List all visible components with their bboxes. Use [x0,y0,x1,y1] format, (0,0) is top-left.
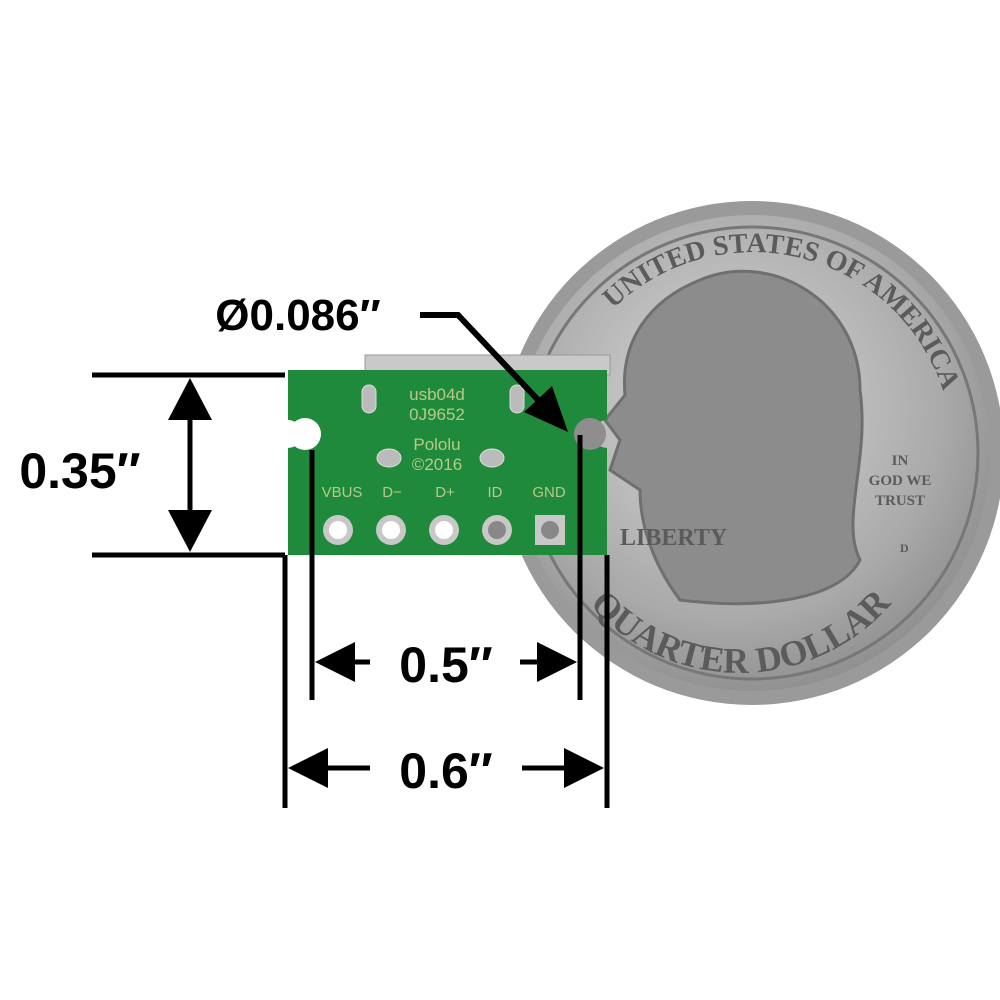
quarter-coin: UNITED STATES OF AMERICA QUARTER DOLLAR … [500,201,1000,705]
pin-label-dplus: D+ [435,484,455,501]
coin-motto-3: TRUST [875,493,925,509]
mount-pad [376,448,402,468]
arrowhead-left [288,748,328,788]
mount-pad [509,384,525,414]
pin-hole [541,521,559,539]
pin-hole [382,521,400,539]
arrowheads [168,378,604,788]
pin-label-vbus: VBUS [322,484,363,501]
arrowhead-right [564,748,604,788]
pin-label-gnd: GND [532,484,566,501]
coin-motto-1: IN [892,453,909,469]
coin-mint-mark: D [900,541,909,555]
height-label: 0.35″ [19,443,140,499]
silkscreen-line-3: Pololu [413,435,460,454]
diameter-leader-line [420,312,543,405]
silkscreen-line-1: usb04d [409,385,465,404]
coin-liberty: LIBERTY [620,525,727,551]
arrowhead-right [537,642,577,682]
board-width-label: 0.6″ [399,743,493,799]
pin-label-id: ID [488,484,503,501]
breakout-board: usb04d 0J9652 Pololu ©2016 VBUS D− D+ ID… [288,370,607,555]
pin-hole [329,521,347,539]
pin-hole [435,521,453,539]
pin-label-dminus: D− [382,484,402,501]
mounting-notch-left [289,418,321,450]
silkscreen-line-2: 0J9652 [409,405,465,424]
mount-pad [361,384,377,414]
coin-motto-2: GOD WE [869,473,932,489]
silkscreen-line-4: ©2016 [412,455,462,474]
arrowhead-diameter [524,386,568,432]
arrowhead-up [168,378,212,420]
pcb [288,370,607,555]
hole-diameter-label: Ø0.086″ [215,291,380,340]
arrowhead-left [315,642,355,682]
hole-spacing-label: 0.5″ [399,637,493,693]
pin-hole [488,521,506,539]
arrowhead-down [168,510,212,552]
mount-pad [479,448,505,468]
washington-portrait [603,269,864,606]
